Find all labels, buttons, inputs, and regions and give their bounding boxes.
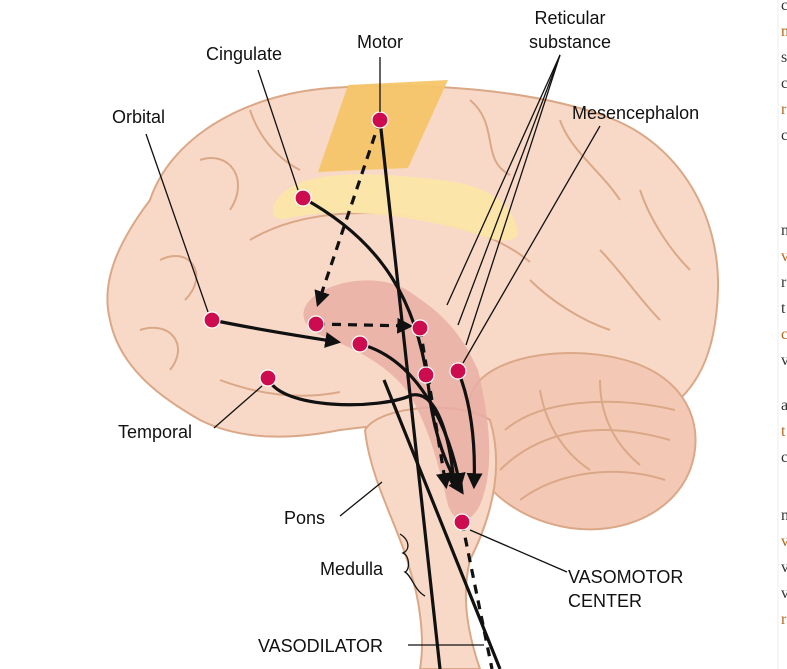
mesencephalon-dot	[449, 362, 467, 380]
margin-glyph: a	[781, 397, 787, 414]
label-reticular-line1: Reticular	[534, 8, 605, 28]
cingulate-nucleus-dot	[294, 189, 312, 207]
label-motor: Motor	[357, 32, 403, 52]
margin-glyph: c	[781, 326, 787, 343]
margin-glyph: n	[781, 23, 787, 40]
label-vasomotor-line2: CENTER	[568, 591, 642, 611]
margin-glyph: n	[781, 222, 787, 239]
margin-glyph: c	[781, 449, 787, 466]
margin-glyph: v	[781, 585, 787, 602]
margin-glyph: r	[781, 101, 787, 118]
label-vasodilator: VASODILATOR	[258, 636, 383, 656]
motor-nucleus-dot	[371, 111, 389, 129]
hypothalamus-dot-2	[351, 335, 369, 353]
margin-glyph: n	[781, 507, 787, 524]
reticular-dot-1	[411, 319, 429, 337]
margin-glyph: t	[781, 423, 786, 440]
orbital-nucleus-dot	[203, 311, 221, 329]
label-vasomotor-line1: VASOMOTOR	[568, 567, 683, 587]
margin-glyph: c	[781, 0, 787, 14]
label-medulla: Medulla	[320, 559, 384, 579]
hypothalamus-dot-1	[307, 315, 325, 333]
label-mesencephalon: Mesencephalon	[572, 103, 699, 123]
label-pons: Pons	[284, 508, 325, 528]
margin-glyph: v	[781, 248, 787, 265]
margin-glyph: c	[781, 127, 787, 144]
margin-glyph: r	[781, 274, 787, 291]
cerebellum	[466, 352, 697, 531]
label-cingulate: Cingulate	[206, 44, 282, 64]
margin-glyph: v	[781, 352, 787, 369]
margin-glyph: v	[781, 533, 787, 550]
temporal-nucleus-dot	[259, 369, 277, 387]
margin-glyph: c	[781, 75, 787, 92]
label-reticular-line2: substance	[529, 32, 611, 52]
reticular-dot-2	[417, 366, 435, 384]
margin-glyph: v	[781, 559, 787, 576]
margin-glyph: s	[781, 49, 787, 66]
label-temporal: Temporal	[118, 422, 192, 442]
vasomotor-center-dot	[453, 513, 471, 531]
label-orbital: Orbital	[112, 107, 165, 127]
margin-glyph: r	[781, 611, 787, 628]
cingulate-area	[272, 174, 518, 241]
margin-glyph: t	[781, 300, 786, 317]
